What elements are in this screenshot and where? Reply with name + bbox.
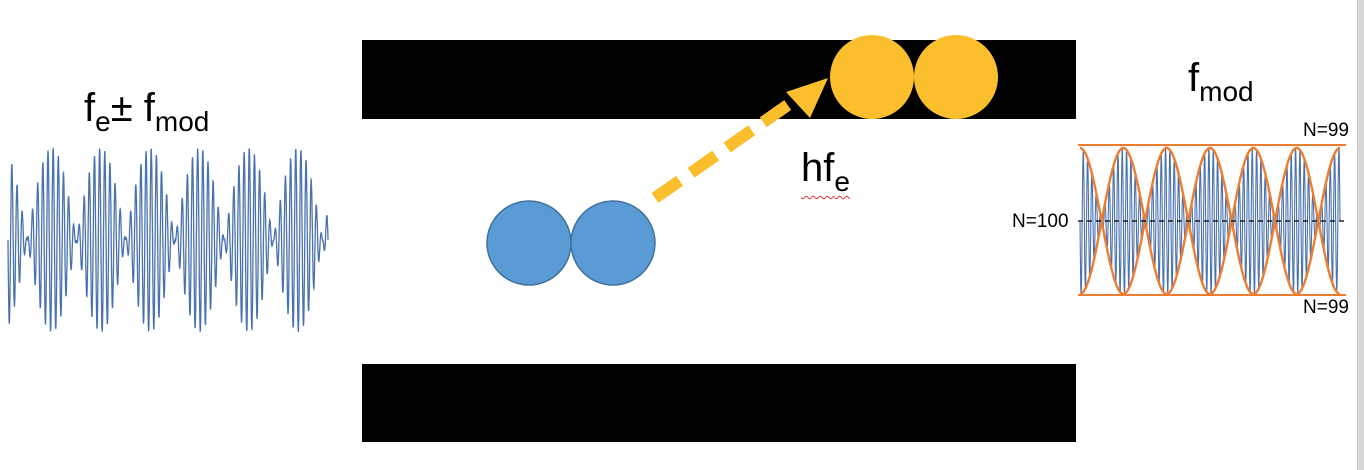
photon-energy-label: hfe	[801, 146, 850, 197]
n-bottom-label: N=99	[1303, 297, 1349, 318]
n-top-label: N=99	[1303, 120, 1349, 141]
modulation-label: fmod	[1188, 56, 1254, 107]
window-edge	[1357, 0, 1364, 470]
excited-atom-left	[830, 35, 914, 119]
ground-atom-left	[486, 200, 572, 286]
transition-arrow-shaft	[651, 95, 799, 203]
excited-atom-right	[914, 35, 998, 119]
bottom-plate	[362, 364, 1076, 442]
n-mid-label: N=100	[1012, 211, 1069, 232]
ground-atom-right	[570, 200, 656, 286]
sideband-label: fe± fmod	[84, 86, 210, 137]
modulated-waveform	[7, 147, 329, 332]
envelope-curve-lower	[1080, 146, 1340, 296]
transition-arrow-head	[786, 78, 828, 118]
envelope-curve-upper	[1080, 146, 1340, 296]
